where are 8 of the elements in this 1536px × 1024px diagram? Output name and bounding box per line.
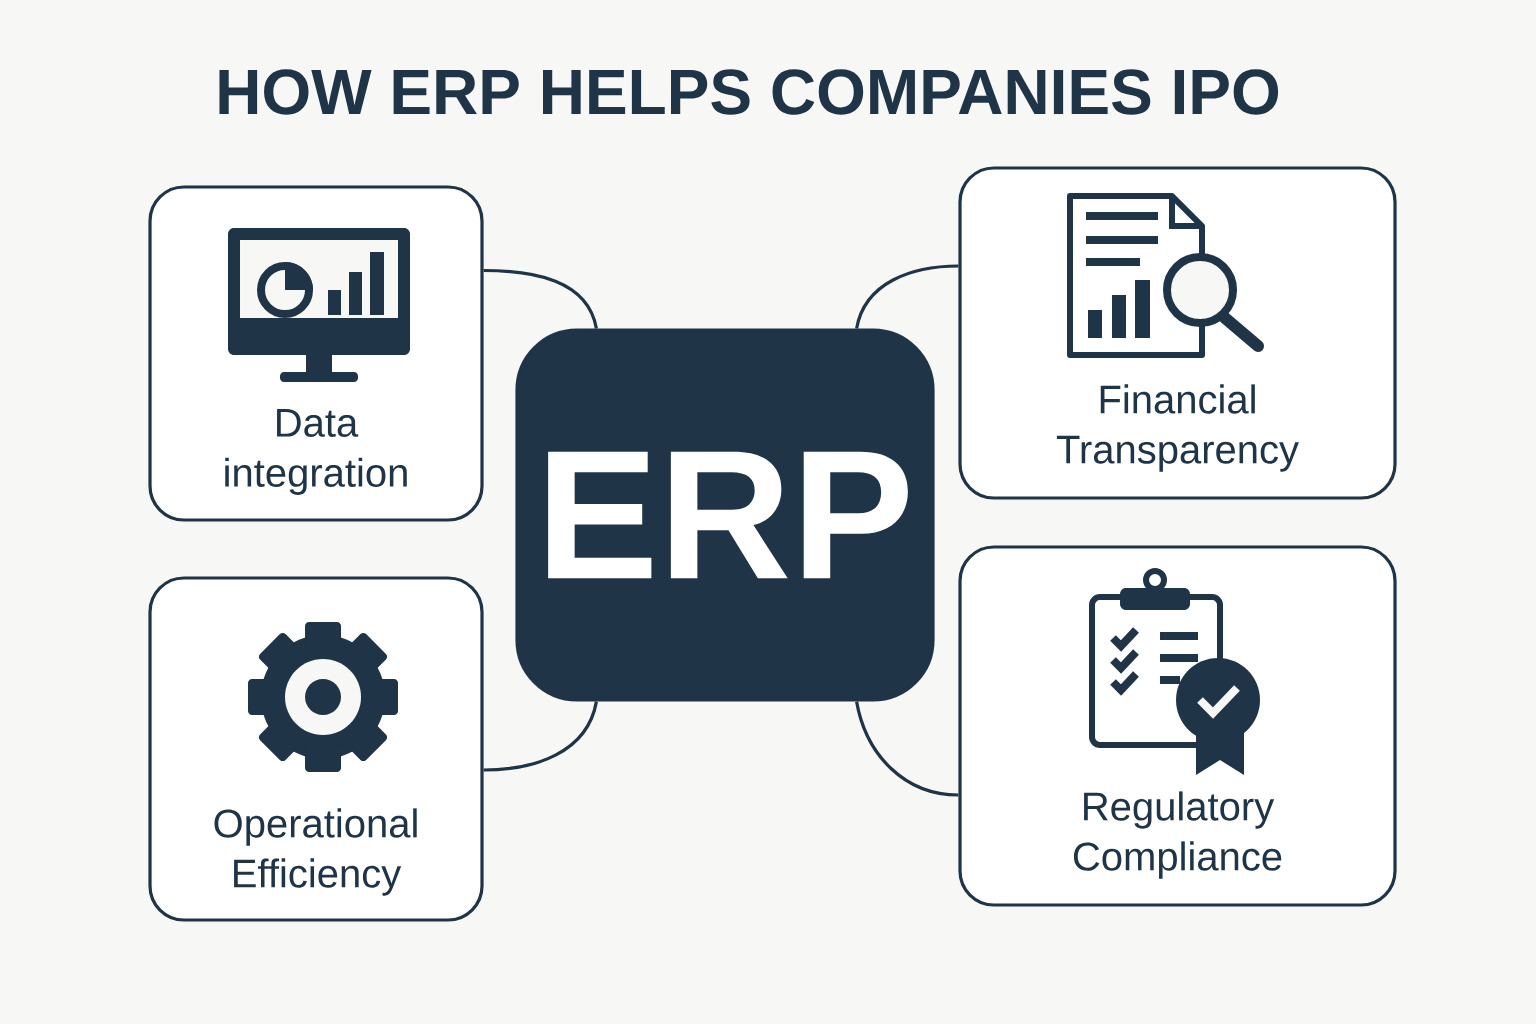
feature-card: Financial Transparency [958, 166, 1397, 500]
title: HOW ERP HELPS COMPANIES IPO [219, 69, 1279, 115]
connector [483, 268, 598, 329]
feature-card: Regulatory Compliance [958, 545, 1397, 907]
connector [855, 701, 959, 797]
connector [855, 264, 959, 329]
hub-box: ERP [515, 328, 935, 702]
connector [483, 701, 598, 772]
